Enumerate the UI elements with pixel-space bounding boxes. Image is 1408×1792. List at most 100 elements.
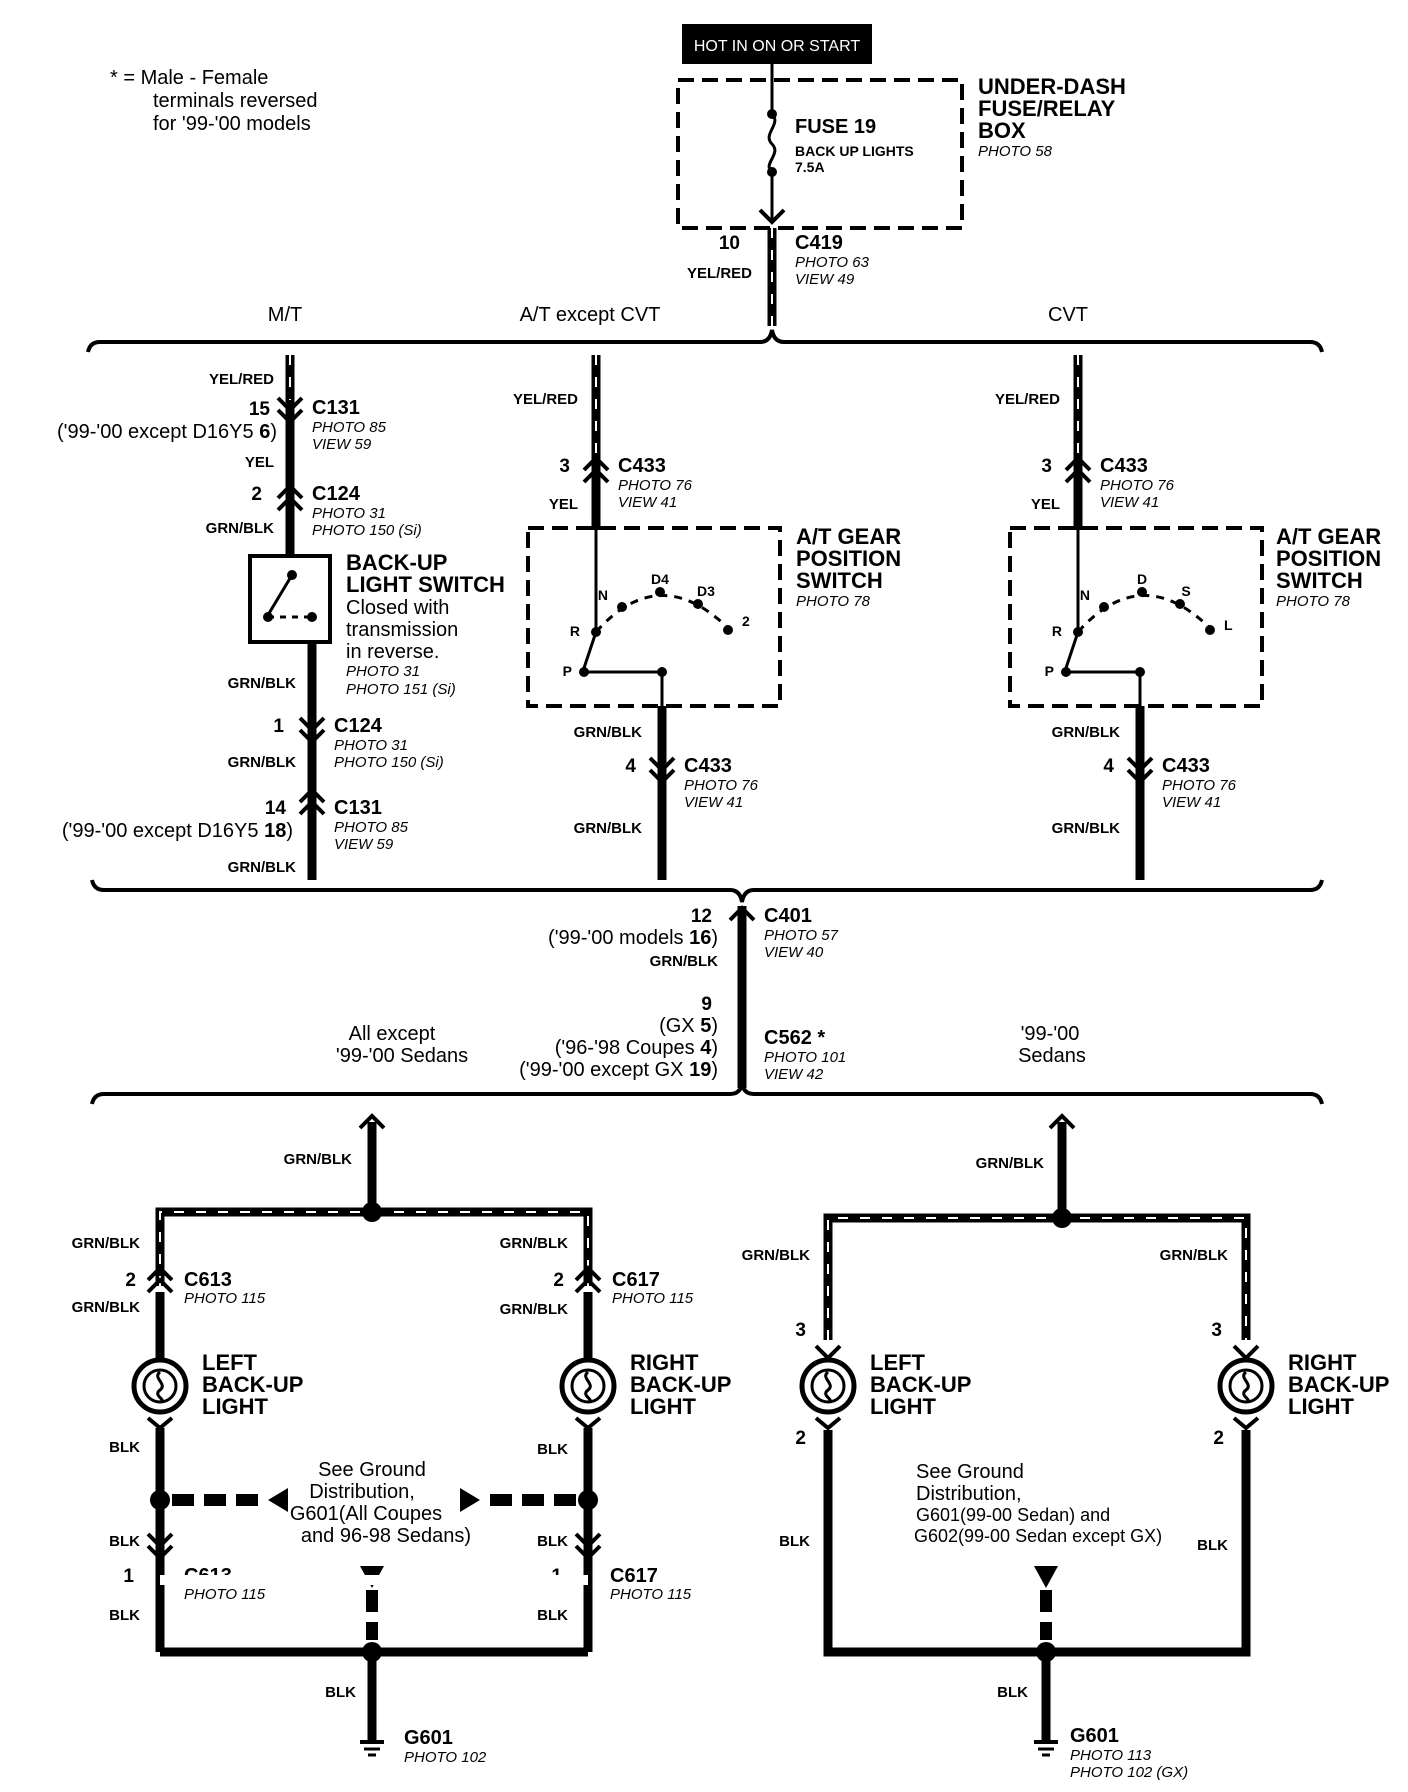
lg-ground-note-4: and 96-98 Sedans) — [301, 1525, 471, 1547]
switch-blade — [266, 574, 294, 616]
cvt-wire-bot: GRN/BLK — [1052, 820, 1120, 837]
at-pos-n: N — [598, 587, 608, 603]
fuse-box-name-3: BOX — [978, 118, 1026, 143]
lg-ground-photo: PHOTO 102 — [404, 1749, 487, 1766]
rg-left-wire-a: GRN/BLK — [742, 1247, 810, 1264]
c562-name: C562 * — [764, 1027, 825, 1049]
at-pos-d3: D3 — [697, 583, 715, 599]
c131-lower-photo: PHOTO 85 — [334, 819, 409, 836]
left-group-splice — [362, 1202, 382, 1222]
c562-alt-3: ('99-'00 except GX 19) — [519, 1059, 718, 1081]
rg-ground-note-2: Distribution, — [916, 1483, 1022, 1505]
lg-left-lamp-2: BACK-UP — [202, 1372, 303, 1397]
variant-cvt-label: CVT — [1048, 304, 1088, 326]
at-c433-upper-connector — [582, 455, 610, 484]
lg-right-bulb-icon — [559, 1357, 617, 1415]
mt-branch: YEL/RED 15 ('99-'00 except D16Y5 6) C131… — [57, 355, 505, 880]
lg-c617-top-connector — [574, 1265, 602, 1294]
at-c433-upper-name: C433 — [618, 455, 666, 477]
mt-switch-desc-2: transmission — [346, 619, 458, 641]
lg-left-splice — [150, 1490, 170, 1510]
rg-wire-gnd: BLK — [997, 1684, 1028, 1701]
mt-wire-sw2: GRN/BLK — [228, 675, 296, 692]
at-pos-r: R — [570, 623, 580, 639]
at-pos-2-dot — [723, 625, 733, 635]
cvt-pos-s: S — [1181, 583, 1190, 599]
lg-right-wire-e: BLK — [537, 1607, 568, 1624]
cvt-c433-lower-photo: PHOTO 76 — [1162, 777, 1237, 794]
c131-lower-name: C131 — [334, 797, 382, 819]
c131-upper-connector — [276, 396, 304, 425]
right-lamp-group: GRN/BLK GRN/BLK 3 LEFT BACK-UP LIGHT 2 B… — [742, 1113, 1389, 1781]
c562-alt-2: ('96-'98 Coupes 4) — [555, 1037, 718, 1059]
at-pos-d4-dot — [655, 587, 665, 597]
at-gear-switch-outline — [526, 526, 782, 708]
c562-photo: PHOTO 101 — [764, 1049, 846, 1066]
hot-label-box — [682, 24, 872, 64]
lg-ground-note-3: G601(All Coupes — [290, 1503, 442, 1525]
c124-lower-pin: 1 — [273, 716, 284, 737]
rg-right-filament — [1242, 1370, 1250, 1404]
c419-view: VIEW 49 — [795, 271, 855, 288]
at-wire-top: YEL/RED — [513, 391, 578, 408]
mt-wire-low: GRN/BLK — [228, 754, 296, 771]
right-group-splice — [1052, 1208, 1072, 1228]
c419-photo: PHOTO 63 — [795, 254, 870, 271]
lg-left-wire-b: GRN/BLK — [72, 1299, 140, 1316]
lg-ground-note-1: See Ground — [318, 1459, 426, 1481]
lg-ground-arrow-left — [268, 1488, 288, 1512]
rg-ground-arrow-down — [1034, 1566, 1058, 1588]
c124-upper-pin: 2 — [251, 484, 262, 505]
bottom-left-variant-2: '99-'00 Sedans — [336, 1045, 468, 1067]
right-group-entry-connector — [1048, 1113, 1076, 1130]
rg-right-lamp-3: LIGHT — [1288, 1394, 1355, 1419]
lg-left-conn-top: C613 — [184, 1269, 232, 1291]
note-line-3: for '99-'00 models — [153, 113, 311, 135]
bottom-left-variant-1: All except — [349, 1023, 436, 1045]
at-switch-pointer — [582, 631, 598, 669]
cvt-c433-lower-view: VIEW 41 — [1162, 794, 1221, 811]
c131-upper-view: VIEW 59 — [312, 436, 372, 453]
lg-c613-top-connector — [146, 1265, 174, 1294]
lg-right-filament — [584, 1370, 592, 1404]
c131-upper-pin: 15 — [249, 399, 271, 420]
at-c433-lower-pin: 4 — [625, 756, 636, 777]
at-c433-upper-pin: 3 — [559, 456, 570, 477]
c124-lower-photo-2: PHOTO 150 (Si) — [334, 754, 444, 771]
cvt-switch-arc — [1076, 594, 1214, 633]
lg-left-wire-a: GRN/BLK — [72, 1235, 140, 1252]
cvt-pos-l: L — [1224, 617, 1233, 633]
fuse-rating: 7.5A — [795, 159, 825, 175]
at-c433-lower-photo: PHOTO 76 — [684, 777, 759, 794]
lg-wire-gnd: BLK — [325, 1684, 356, 1701]
c401-view: VIEW 40 — [764, 944, 824, 961]
switch-contact-right — [307, 612, 317, 622]
fuse-name: FUSE 19 — [795, 116, 876, 138]
bottom-right-variant-2: Sedans — [1018, 1045, 1086, 1067]
right-group-distribution-stripe — [827, 1217, 1247, 1340]
lg-right-photo-top: PHOTO 115 — [612, 1290, 694, 1307]
c124-upper-photo: PHOTO 31 — [312, 505, 386, 522]
mt-switch-name-1: BACK-UP — [346, 550, 447, 575]
mt-wire-top: YEL/RED — [209, 371, 274, 388]
rg-right-lamp-in — [1232, 1344, 1260, 1361]
rg-right-lamp-1: RIGHT — [1288, 1350, 1357, 1375]
c124-lower-connector — [298, 716, 326, 745]
c124-lower-photo: PHOTO 31 — [334, 737, 408, 754]
rg-left-bulb-icon — [799, 1357, 857, 1415]
cvt-c433-lower-pin: 4 — [1103, 756, 1114, 777]
left-group-entry-connector — [358, 1113, 386, 1130]
cvt-wire-out: GRN/BLK — [1052, 724, 1120, 741]
cvt-c433-upper-pin: 3 — [1041, 456, 1052, 477]
cvt-wire-top: YEL/RED — [995, 391, 1060, 408]
rg-right-wire-a: GRN/BLK — [1160, 1247, 1228, 1264]
at-switch-name-2: POSITION — [796, 546, 901, 571]
variant-at-label: A/T except CVT — [520, 304, 661, 326]
cvt-c433-lower-connector — [1126, 756, 1154, 785]
at-c433-lower-view: VIEW 41 — [684, 794, 743, 811]
at-switch-name-3: SWITCH — [796, 568, 883, 593]
at-pos-r-dot — [591, 627, 601, 637]
lg-right-lamp-3: LIGHT — [630, 1394, 697, 1419]
cvt-pos-r-dot — [1073, 627, 1083, 637]
c401-name: C401 — [764, 905, 812, 927]
